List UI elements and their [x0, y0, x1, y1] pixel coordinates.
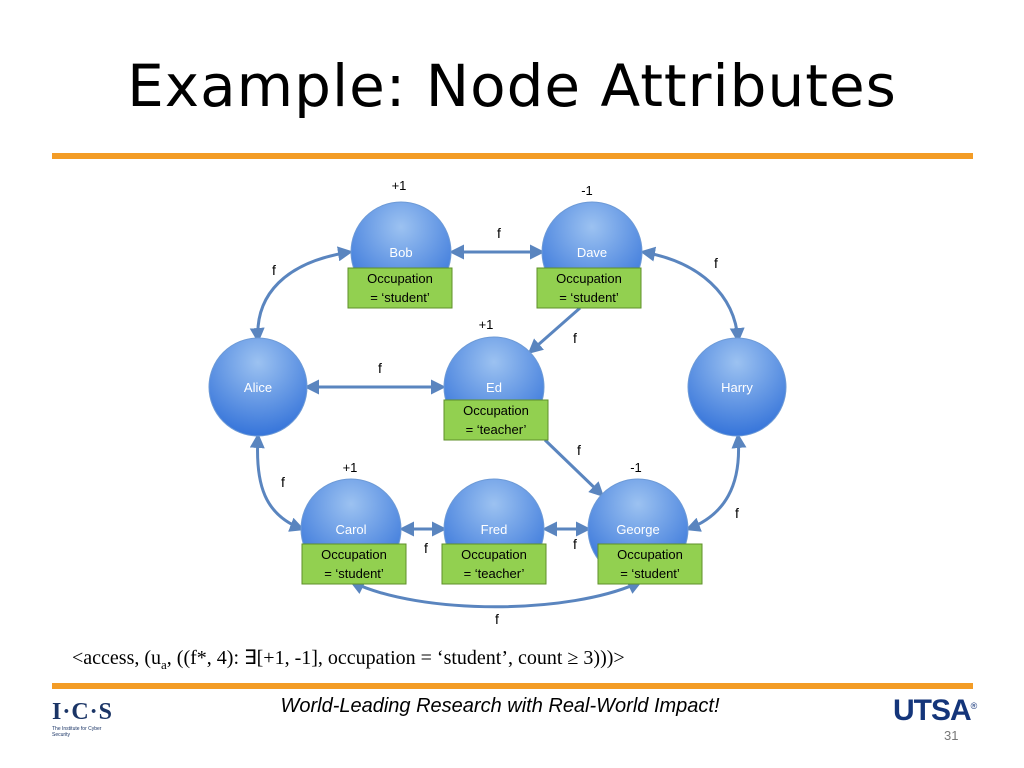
edge-dave-ed	[527, 306, 581, 354]
edge-harry-george	[685, 433, 747, 532]
attribute-line-2: = ‘student’	[370, 290, 430, 305]
node-bob: Bob +1 Occupation = ‘student’	[347, 178, 453, 309]
node-label: George	[616, 522, 659, 537]
node-score: -1	[581, 183, 593, 198]
edge-ed-george	[543, 438, 605, 498]
node-label: Fred	[481, 522, 508, 537]
edge-label-ed-george: f	[577, 442, 581, 458]
node-label: Carol	[335, 522, 366, 537]
node-alice: Alice	[208, 337, 308, 437]
attribute-box	[443, 399, 549, 441]
node-score: +1	[392, 178, 407, 193]
ics-logo-mark: I·C·S	[52, 699, 114, 725]
node-george: George -1 Occupation = ‘student’	[587, 460, 703, 585]
policy-subscript: a	[161, 657, 167, 672]
social-graph-diagram: f f f f f f f f f f f Bob +1 Occupation …	[208, 178, 787, 627]
attribute-box	[536, 267, 642, 309]
attribute-line-2: = ‘teacher’	[464, 566, 525, 581]
attribute-line-2: = ‘student’	[559, 290, 619, 305]
edge-label-layer: f f f f f f f f f f f	[272, 225, 739, 627]
node-label: Harry	[721, 380, 753, 395]
bottom-accent-rule	[52, 683, 973, 689]
edge-label-carol-fred: f	[424, 540, 428, 556]
ics-logo: I·C·S The Institute for Cyber Security	[52, 700, 116, 738]
edge-label-fred-george: f	[573, 536, 577, 552]
attribute-line-1: Occupation	[321, 547, 387, 562]
node-label: Alice	[244, 380, 272, 395]
node-circle	[687, 337, 787, 437]
page-number: 31	[944, 728, 959, 743]
node-label: Dave	[577, 245, 607, 260]
footer-tagline: World-Leading Research with Real-World I…	[280, 695, 720, 717]
attribute-line-1: Occupation	[463, 403, 529, 418]
attribute-line-1: Occupation	[367, 271, 433, 286]
utsa-logo-text: UTSA	[893, 694, 972, 727]
node-label: Ed	[486, 380, 502, 395]
attribute-line-2: = ‘teacher’	[466, 422, 527, 437]
node-score: +1	[479, 317, 494, 332]
edge-bob-alice	[249, 246, 353, 343]
ics-logo-subtitle: The Institute for Cyber Security	[52, 726, 102, 738]
node-ed: Ed +1 Occupation = ‘teacher’	[443, 317, 549, 441]
edge-label-dave-harry: f	[714, 255, 718, 271]
utsa-logo: UTSA®	[893, 694, 978, 728]
utsa-registered-mark: ®	[970, 701, 978, 711]
edge-label-harry-george: f	[735, 505, 739, 521]
attribute-box	[597, 543, 703, 585]
attribute-line-1: Occupation	[617, 547, 683, 562]
node-fred: Fred Occupation = ‘teacher’	[441, 478, 547, 585]
attribute-box	[441, 543, 547, 585]
policy-suffix: , ((f*, 4): ∃[+1, -1], occupation = ‘stu…	[166, 647, 625, 669]
slide-title: Example: Node Attributes	[127, 52, 897, 120]
attribute-line-2: = ‘student’	[620, 566, 680, 581]
edge-label-carol-george: f	[495, 611, 499, 627]
edge-layer	[249, 244, 747, 609]
edge-label-alice-ed: f	[378, 360, 382, 376]
node-carol: Carol +1 Occupation = ‘student’	[300, 460, 407, 585]
edge-alice-carol	[249, 433, 305, 532]
attribute-line-1: Occupation	[461, 547, 527, 562]
node-label: Bob	[389, 245, 412, 260]
node-score: +1	[343, 460, 358, 475]
edge-label-bob-dave: f	[497, 225, 501, 241]
node-score: -1	[630, 460, 642, 475]
policy-expression: <access, (ua, ((f*, 4): ∃[+1, -1], occup…	[72, 645, 625, 673]
node-circle	[208, 337, 308, 437]
policy-prefix: <access, (u	[72, 647, 162, 669]
edge-label-bob-alice: f	[272, 262, 276, 278]
node-harry: Harry	[687, 337, 787, 437]
edge-label-dave-ed: f	[573, 330, 577, 346]
edge-carol-george	[349, 580, 643, 609]
attribute-box	[347, 267, 453, 309]
attribute-line-1: Occupation	[556, 271, 622, 286]
edge-dave-harry	[640, 246, 745, 343]
attribute-line-2: = ‘student’	[324, 566, 384, 581]
top-accent-rule	[52, 153, 973, 159]
node-dave: Dave -1 Occupation = ‘student’	[536, 183, 643, 309]
edge-label-alice-carol: f	[281, 474, 285, 490]
attribute-box	[301, 543, 407, 585]
